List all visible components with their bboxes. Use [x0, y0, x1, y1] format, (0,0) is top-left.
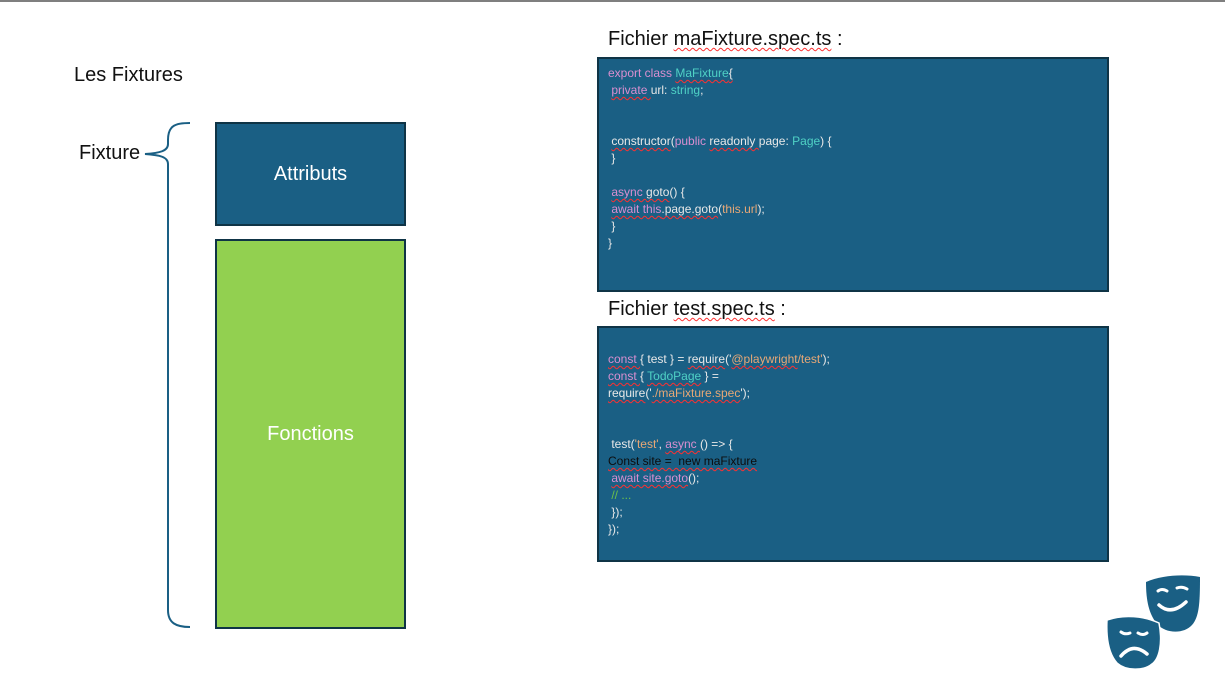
code-token: (' — [725, 352, 732, 366]
code-token: const — [608, 352, 641, 366]
slide-title: Les Fixtures — [74, 64, 183, 86]
file1-title-prefix: Fichier — [608, 28, 674, 50]
code-token: , — [658, 437, 666, 451]
code-token: () => { — [699, 437, 733, 451]
code-token: export class — [608, 66, 676, 80]
attributes-label: Attributs — [273, 162, 348, 185]
file2-title-suffix: : — [774, 298, 786, 320]
code-token: constructor — [611, 134, 671, 148]
curly-brace-icon — [144, 122, 191, 628]
code-line — [608, 116, 1098, 133]
code-token: url: — [650, 83, 671, 97]
code-token: const — [608, 369, 641, 383]
code-line: await site.goto(); — [608, 470, 1098, 487]
theater-masks-icon — [1106, 575, 1200, 670]
code-token: .page.goto — [661, 202, 719, 216]
code-token: '); — [740, 386, 750, 400]
code-token: page: — [758, 134, 793, 148]
code-token: this.url — [722, 202, 758, 216]
code-token: } — [608, 236, 613, 250]
file2-title: Fichier test.spec.ts : — [608, 298, 786, 321]
functions-box: Fonctions — [215, 239, 406, 629]
code-line: }); — [608, 521, 1098, 538]
code-line: } — [608, 218, 1098, 235]
file2-title-prefix: Fichier — [608, 298, 674, 320]
code-token: }); — [608, 505, 623, 519]
top-border-line — [0, 0, 1225, 2]
code-token: }); — [608, 522, 620, 536]
fixture-code-block: export class MaFixture{ private url: str… — [597, 57, 1109, 292]
code-token: ( — [670, 134, 675, 148]
code-token: string — [670, 83, 701, 97]
code-token: ( — [718, 202, 723, 216]
code-token: readonly — [709, 134, 759, 148]
code-token: } = — [701, 369, 719, 383]
code-token: 'test' — [634, 437, 659, 451]
code-token: TodoPage — [647, 369, 702, 383]
code-line: } — [608, 150, 1098, 167]
code-line: export class MaFixture{ — [608, 65, 1098, 82]
code-line — [608, 99, 1098, 116]
code-token: ); — [757, 202, 765, 216]
code-line — [608, 419, 1098, 436]
code-token: ) { — [820, 134, 832, 148]
code-line: test('test', async () => { — [608, 436, 1098, 453]
file1-title: Fichier maFixture.spec.ts : — [608, 28, 843, 51]
code-token: @playwright — [731, 352, 798, 366]
code-line: async goto() { — [608, 184, 1098, 201]
fixture-label: Fixture — [79, 142, 141, 164]
code-token: require — [687, 352, 726, 366]
code-token: ; — [700, 83, 704, 97]
code-token: ./maFixture.spec — [651, 386, 741, 400]
code-token: MaFixture — [675, 66, 729, 80]
code-token: // ... — [608, 488, 632, 502]
code-token: /test' — [797, 352, 823, 366]
code-token: Page — [792, 134, 821, 148]
code-token: await site.goto — [611, 471, 689, 485]
code-line: await this.page.goto(this.url); — [608, 201, 1098, 218]
code-line: require('./maFixture.spec'); — [608, 385, 1098, 402]
code-token: } — [608, 219, 616, 233]
code-token: require — [608, 386, 646, 400]
code-line: const { test } = require('@playwright/te… — [608, 351, 1098, 368]
code-line: }); — [608, 504, 1098, 521]
functions-label: Fonctions — [267, 422, 354, 445]
code-line — [608, 402, 1098, 419]
file1-title-suffix: : — [831, 28, 843, 50]
code-token: (); — [688, 471, 700, 485]
code-line: Const site = new maFixture — [608, 453, 1098, 470]
code-token: private — [611, 83, 651, 97]
code-token: async — [665, 437, 700, 451]
code-line: // ... — [608, 487, 1098, 504]
code-line: private url: string; — [608, 82, 1098, 99]
file1-title-filename: maFixture.spec.ts — [673, 28, 832, 50]
file2-title-filename: test.spec.ts — [673, 298, 775, 320]
code-token: ); — [822, 352, 830, 366]
code-token: async — [611, 185, 647, 199]
code-token: { — [728, 66, 733, 80]
test-code-block: const { test } = require('@playwright/te… — [597, 326, 1109, 562]
code-token: public — [674, 134, 710, 148]
code-token: { — [640, 369, 648, 383]
code-line: constructor(public readonly page: Page) … — [608, 133, 1098, 150]
code-token: await this — [611, 202, 662, 216]
code-token: { test } = — [640, 352, 688, 366]
code-token: } — [608, 151, 616, 165]
code-token: test( — [608, 437, 635, 451]
code-token: goto — [646, 185, 670, 199]
code-token: Const site = new maFixture — [608, 454, 758, 468]
code-line — [608, 167, 1098, 184]
attributes-box: Attributs — [215, 122, 406, 226]
code-line: const { TodoPage } = — [608, 368, 1098, 385]
code-token: () { — [669, 185, 685, 199]
code-token: (' — [645, 386, 652, 400]
code-line: } — [608, 235, 1098, 252]
